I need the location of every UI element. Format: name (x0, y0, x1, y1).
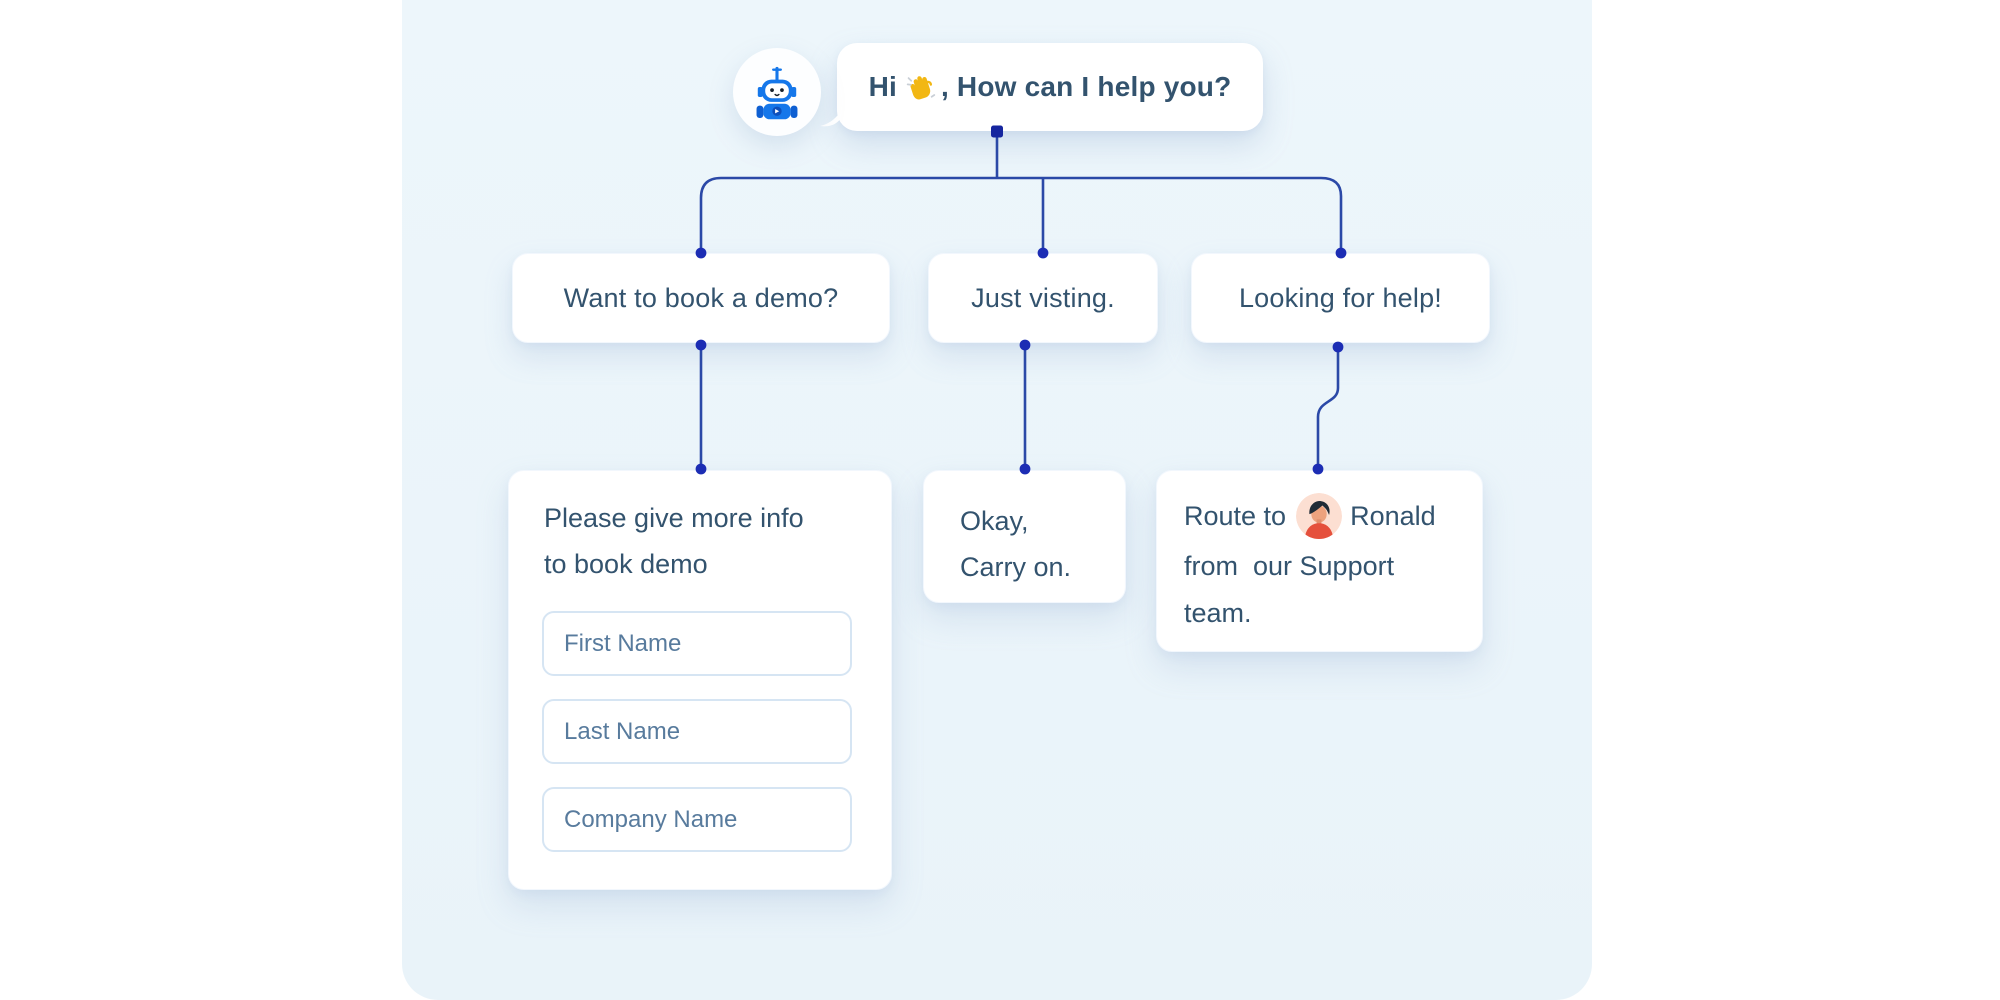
form-title: Please give more info to book demo (544, 503, 804, 579)
support-route-card[interactable]: Route to Ronald from our Support team. (1156, 470, 1483, 652)
demo-info-form-card[interactable]: Please give more info to book demo (508, 470, 892, 890)
form-fields (542, 611, 858, 852)
branch-label: Looking for help! (1238, 282, 1443, 313)
visiting-reply-card[interactable]: Okay, Carry on. (923, 470, 1126, 603)
robot-icon (756, 66, 798, 120)
branch-node-just-visiting[interactable]: Just visting. (928, 253, 1158, 343)
last-name-input[interactable] (542, 699, 852, 764)
greeting-suffix: , How can I help you? (940, 71, 1232, 102)
first-name-input[interactable] (542, 611, 852, 676)
greeting-prefix: Hi (868, 71, 897, 102)
root-message-bubble[interactable]: Hi , How can I help you? (820, 43, 1263, 131)
branch-node-looking-for-help[interactable]: Looking for help! (1191, 253, 1490, 343)
route-agent-and-team: Ronald from our Support team. (1184, 501, 1444, 628)
visiting-reply-text: Okay, Carry on. (960, 506, 1072, 582)
branch-label: Just visting. (971, 282, 1115, 313)
branch-node-book-demo[interactable]: Want to book a demo? (512, 253, 890, 343)
branch-label: Want to book a demo? (563, 282, 839, 313)
route-text: Route to Ronald from our Support team. (1184, 493, 1458, 637)
company-name-input[interactable] (542, 787, 852, 852)
route-prefix: Route to (1184, 501, 1287, 532)
bubble-tail (820, 104, 844, 127)
waving-hand-icon (906, 76, 936, 100)
bot-avatar (733, 48, 821, 136)
agent-avatar-icon (1296, 493, 1343, 539)
